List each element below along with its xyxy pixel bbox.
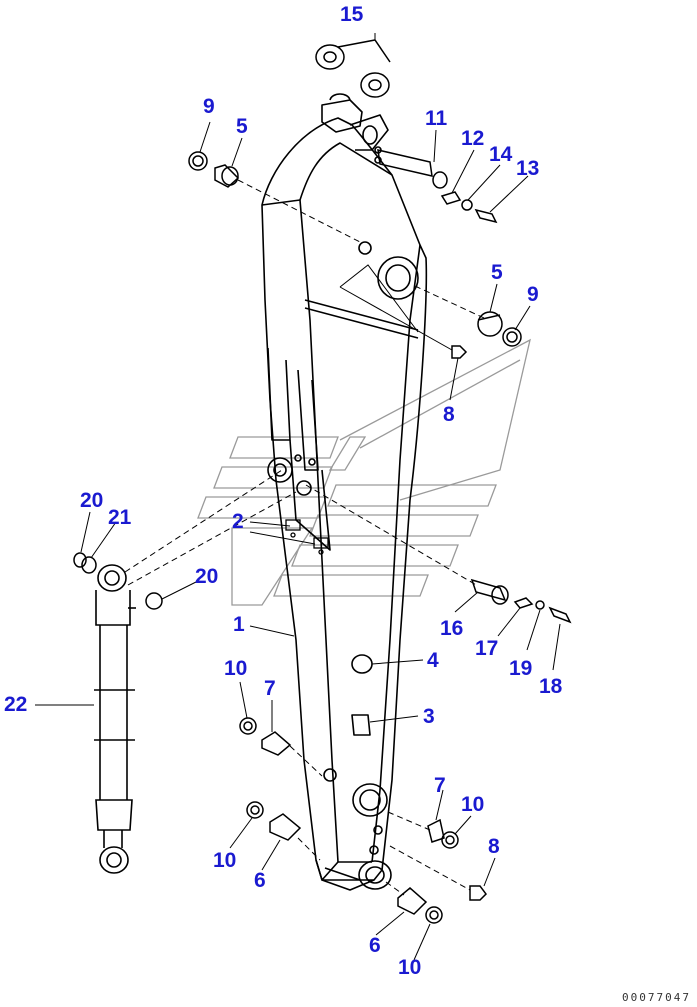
callout-2: 2 <box>232 510 244 533</box>
callout-8-top: 8 <box>443 403 455 426</box>
callout-9-top: 9 <box>203 95 215 118</box>
watermark-logo <box>197 338 531 606</box>
callout-6-left: 6 <box>254 869 266 892</box>
drawing-id: 00077047 <box>622 991 691 1004</box>
callout-20-left: 20 <box>80 489 104 512</box>
callout-10-lower-left: 10 <box>213 849 237 872</box>
callout-1: 1 <box>233 613 245 636</box>
callout-9-right: 9 <box>527 283 539 306</box>
callout-10-upper-left: 10 <box>224 657 248 680</box>
callout-21: 21 <box>108 506 132 529</box>
callout-12: 12 <box>461 127 485 150</box>
callout-5-top: 5 <box>236 115 248 138</box>
callout-22: 22 <box>4 693 28 716</box>
callout-20-right: 20 <box>195 565 219 588</box>
callout-7-left: 7 <box>264 677 276 700</box>
callout-11: 11 <box>425 107 448 130</box>
callout-3: 3 <box>423 705 435 728</box>
part-2-brackets <box>285 519 329 555</box>
callout-16: 16 <box>440 617 464 640</box>
solid-projection-lines <box>339 264 453 351</box>
callout-8-bottom: 8 <box>488 835 500 858</box>
callout-4: 4 <box>427 649 439 672</box>
callout-10-right: 10 <box>461 793 485 816</box>
callout-17: 17 <box>475 637 499 660</box>
callout-10-bottom: 10 <box>398 956 422 979</box>
callout-15: 15 <box>340 3 364 26</box>
cylinder-part-22 <box>94 564 136 874</box>
callout-19: 19 <box>509 657 533 680</box>
leader-lines <box>35 33 561 961</box>
callout-7-right: 7 <box>434 774 446 797</box>
callout-13: 13 <box>516 157 540 180</box>
callout-14: 14 <box>489 143 513 166</box>
parts <box>73 39 572 924</box>
arm-body <box>261 93 428 891</box>
callout-5-right: 5 <box>491 261 503 284</box>
callout-18: 18 <box>539 675 563 698</box>
projection-lines <box>124 179 485 896</box>
callout-6-bottom: 6 <box>369 934 381 957</box>
